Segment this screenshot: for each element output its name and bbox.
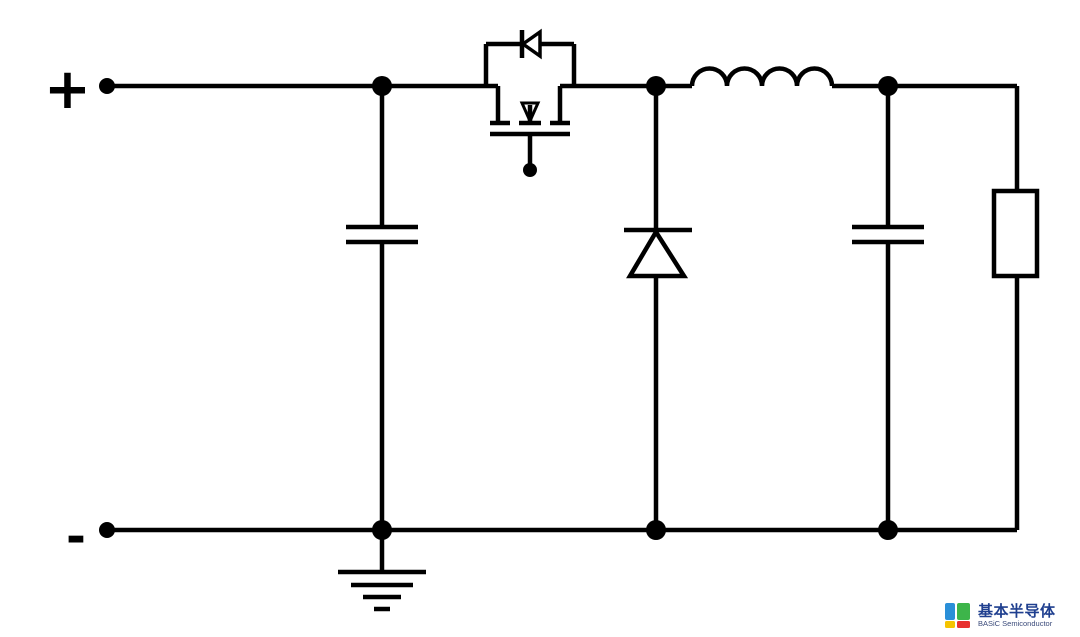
freewheeling-diode (624, 86, 692, 530)
company-logo: 基本半导体 BASiC Semiconductor (944, 600, 1056, 630)
diode-triangle-icon (626, 227, 689, 279)
junction-node (878, 520, 898, 540)
negative-label: - (66, 509, 86, 565)
mosfet-arrow-icon (519, 101, 541, 125)
gate-terminal (523, 163, 537, 177)
logo-tagline: BASiC Semiconductor (978, 618, 1053, 628)
input-capacitor (346, 86, 418, 530)
positive-terminal (99, 78, 115, 94)
negative-terminal (99, 522, 115, 538)
ground-symbol (338, 530, 426, 612)
junction-node (372, 520, 392, 540)
logo-name: 基本半导体 (978, 601, 1056, 620)
body-diode (483, 28, 577, 86)
mosfet-switch (490, 86, 570, 177)
positive-label: + (44, 57, 91, 122)
inductor (689, 66, 835, 87)
load-resistor (991, 86, 1040, 530)
junction-node (372, 76, 392, 96)
output-capacitor (852, 86, 924, 530)
body-diode-triangle-icon (519, 28, 542, 60)
junction-node (646, 520, 666, 540)
logo-mark-icon (945, 603, 970, 628)
